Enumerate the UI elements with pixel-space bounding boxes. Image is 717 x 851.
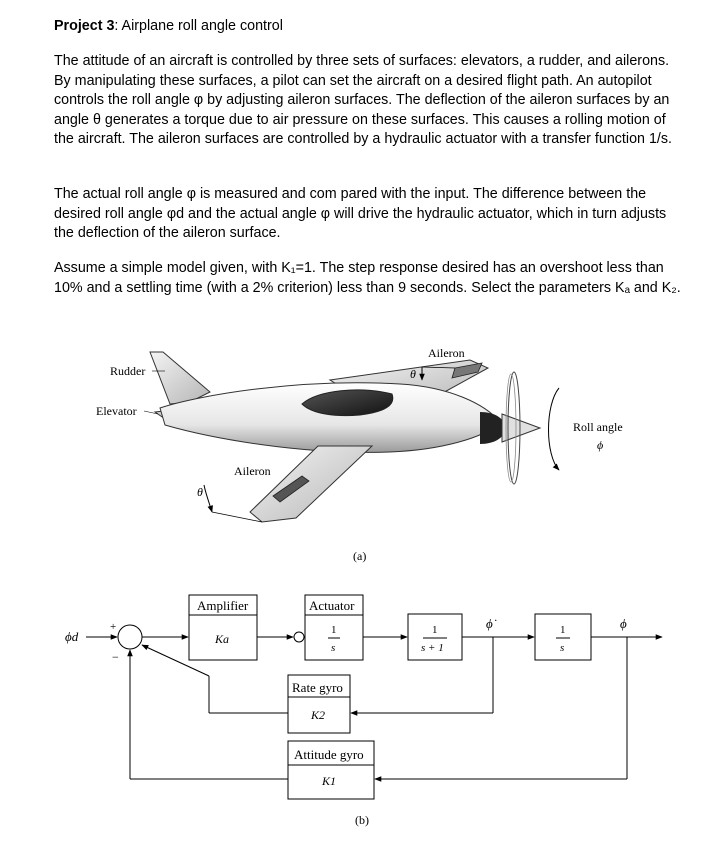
amplifier-gain: Ka bbox=[214, 632, 229, 646]
paragraph-measurement: The actual roll angle φ is measured and … bbox=[54, 186, 667, 241]
rate-gyro-title: Rate gyro bbox=[292, 680, 343, 695]
aileron-right-label: Aileron bbox=[428, 346, 465, 360]
roll-angle-label: Roll angle bbox=[573, 420, 623, 434]
title-bold: Project 3 bbox=[54, 18, 115, 34]
summing-junction bbox=[117, 624, 143, 650]
block-diagram bbox=[86, 594, 663, 800]
roll-phi-label: ϕ bbox=[597, 438, 603, 452]
input-label: ϕd bbox=[65, 629, 79, 644]
plus-sign: + bbox=[110, 621, 116, 633]
theta-right-label: θ bbox=[410, 367, 416, 381]
airplane-illustration bbox=[143, 351, 560, 523]
paragraph-assumption: Assume a simple model given, with K₁=1. … bbox=[54, 260, 681, 296]
attitude-gyro-gain: K1 bbox=[321, 774, 336, 788]
caption-a: (a) bbox=[353, 549, 366, 563]
amplifier-block bbox=[188, 594, 258, 661]
amplifier-title: Amplifier bbox=[197, 598, 249, 613]
integrator-num: 1 bbox=[560, 624, 566, 636]
title-rest: : Airplane roll angle control bbox=[114, 18, 283, 34]
actuator-block bbox=[304, 594, 364, 661]
caption-b: (b) bbox=[355, 813, 369, 827]
output-label: ϕ bbox=[620, 616, 627, 631]
plant-num: 1 bbox=[432, 624, 438, 636]
attitude-gyro-title: Attitude gyro bbox=[294, 747, 364, 762]
minus-sign: − bbox=[112, 650, 119, 664]
attitude-gyro-block bbox=[287, 740, 375, 800]
page-title: Project 3: Airplane roll angle control bbox=[54, 17, 684, 37]
rate-gyro-block bbox=[287, 674, 351, 734]
theta-left-label: θ bbox=[197, 485, 203, 499]
actuator-den: s bbox=[331, 642, 335, 654]
figure: Rudder Elevator Aileron Aileron θ θ Roll… bbox=[65, 346, 663, 827]
aileron-left-label: Aileron bbox=[234, 464, 271, 478]
rudder-label: Rudder bbox=[110, 364, 145, 378]
phi-dot-label: ϕ̇ bbox=[486, 616, 497, 631]
elevator-label: Elevator bbox=[96, 404, 137, 418]
actuator-num: 1 bbox=[331, 624, 337, 636]
integrator-den: s bbox=[560, 642, 564, 654]
plant-den: s + 1 bbox=[421, 642, 444, 654]
actuator-title: Actuator bbox=[309, 598, 355, 613]
rate-gyro-gain: K2 bbox=[310, 708, 325, 722]
paragraph-intro: The attitude of an aircraft is controlle… bbox=[54, 53, 672, 147]
